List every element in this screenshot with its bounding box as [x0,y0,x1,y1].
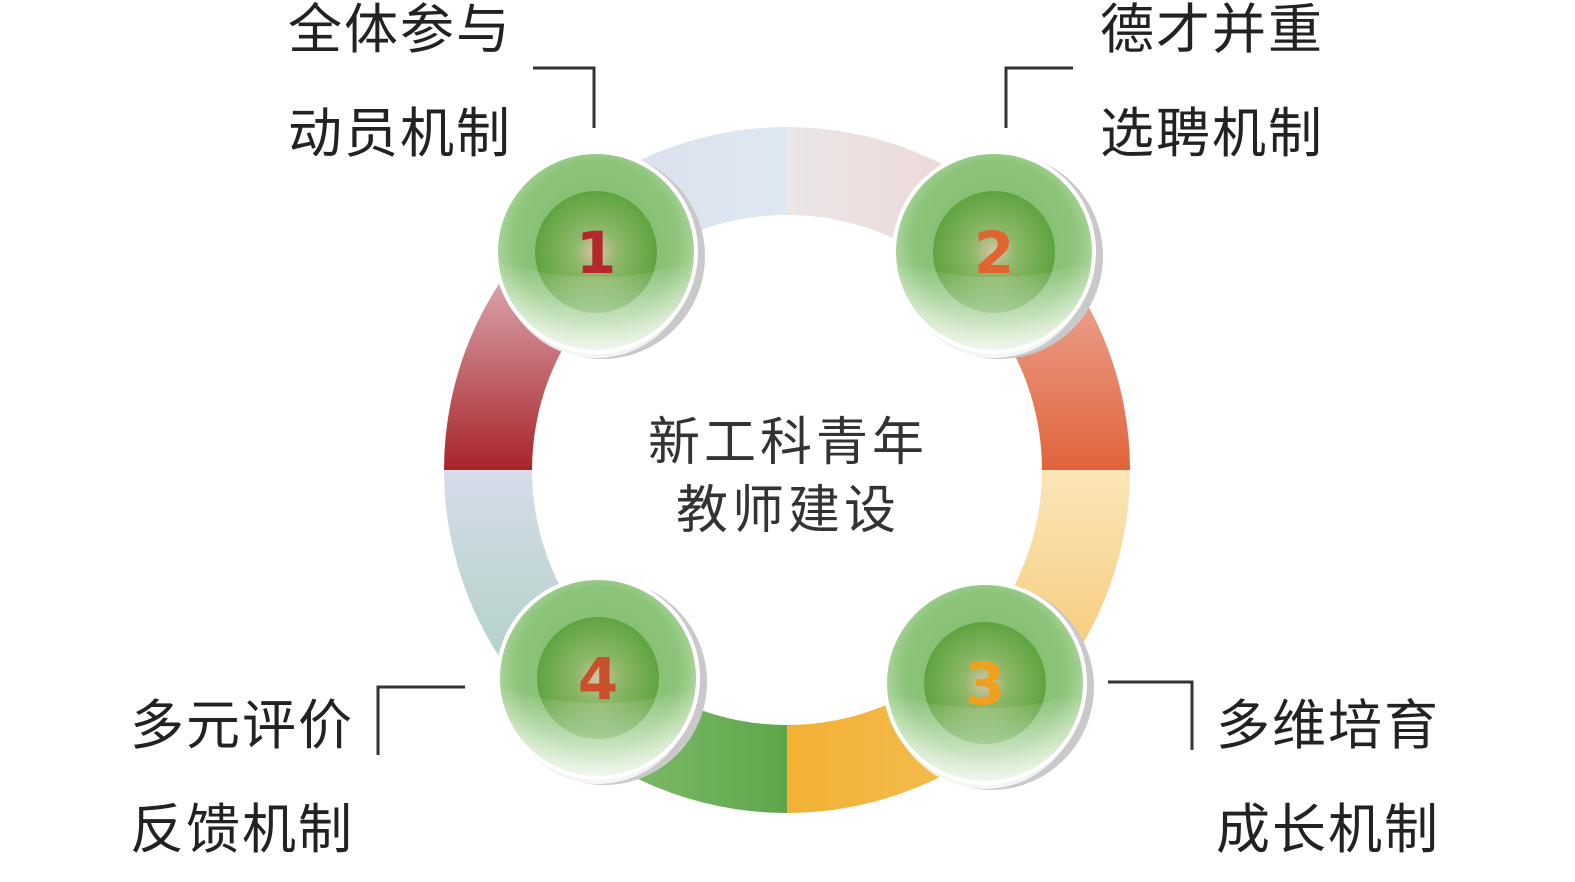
connector-2 [1004,66,1073,128]
node-2-label-line2: 选聘机制 [1100,102,1324,165]
connector-lines [376,66,1194,755]
node-4-gloss [502,688,694,784]
connector-3 [1108,680,1194,750]
node-2-label-line1: 德才并重 [1100,0,1324,61]
nodes-layer: 1 2 3 4 [494,150,1103,790]
node-3-number: 3 [965,650,1005,718]
node-1: 1 [494,150,705,359]
node-2-number: 2 [974,219,1014,287]
node-1-label-line2: 动员机制 [288,102,512,165]
center-title-line1: 新工科青年 [647,413,928,473]
node-4-label: 多元评价 反馈机制 [130,674,354,882]
center-title-line2: 教师建设 [675,481,900,541]
node-1-label: 全体参与 动员机制 [288,0,512,186]
node-3-label-line1: 多维培育 [1216,694,1440,757]
node-3-label: 多维培育 成长机制 [1216,674,1440,882]
node-4-label-line1: 多元评价 [130,694,354,757]
connector-1 [533,66,596,128]
node-1-label-line1: 全体参与 [288,0,512,61]
node-1-gloss [500,262,692,358]
node-3-gloss [889,693,1081,789]
node-4-label-line2: 反馈机制 [130,798,354,861]
node-2-gloss [898,262,1090,358]
node-4-number: 4 [578,645,618,713]
node-2: 2 [892,150,1103,359]
node-3: 3 [883,581,1094,790]
node-3-label-line2: 成长机制 [1216,798,1440,861]
node-4: 4 [496,576,707,785]
node-2-label: 德才并重 选聘机制 [1100,0,1324,186]
ring-graphic: 1 2 3 4 [376,66,1194,813]
node-1-number: 1 [576,219,616,287]
connector-4 [376,685,465,755]
